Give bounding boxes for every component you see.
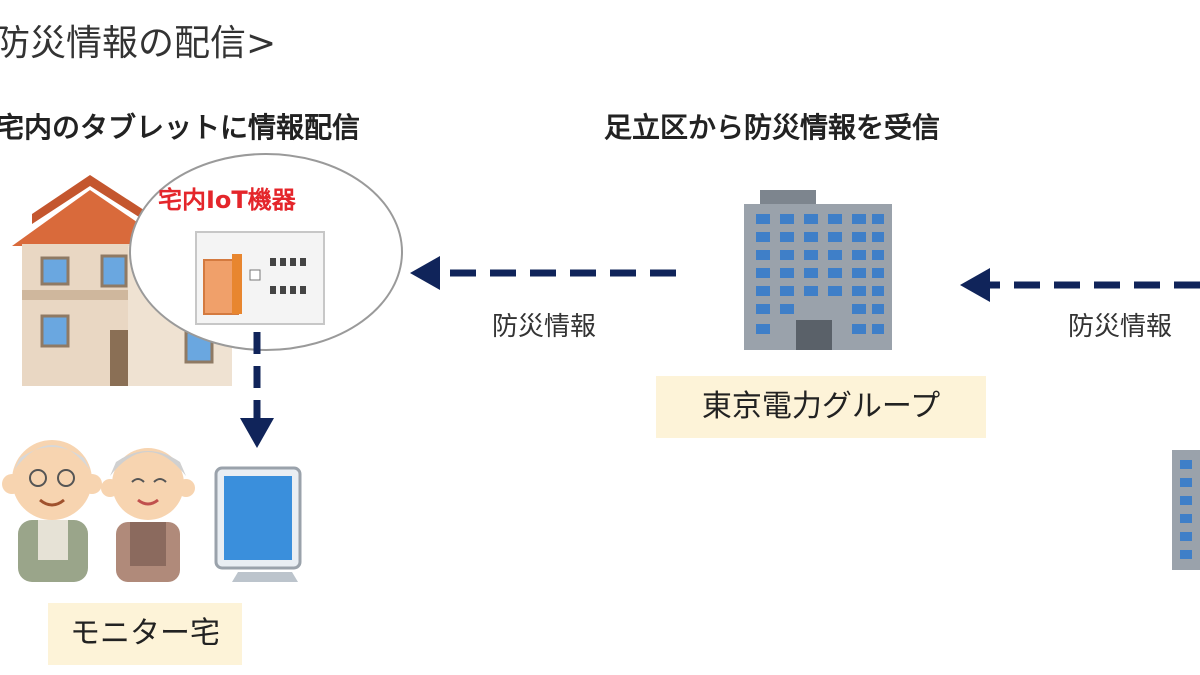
tag-monitor-home: モニター宅 — [48, 603, 242, 665]
heading-tablet-delivery: 宅内のタブレットに情報配信 — [0, 111, 361, 144]
iot-device-icon — [129, 153, 403, 351]
flow-label-disaster-info: 防災情報 — [1068, 312, 1173, 342]
arrow-down-icon — [240, 332, 274, 448]
page-title: 防災情報の配信> — [0, 23, 277, 64]
tablet-icon — [214, 466, 302, 582]
heading-receive-from-adachi: 足立区から防災情報を受信 — [604, 111, 941, 144]
tag-tepco-group: 東京電力グループ — [656, 376, 986, 438]
office-building-icon — [1172, 450, 1200, 570]
elderly-woman-icon — [101, 448, 195, 582]
office-building-icon — [744, 190, 892, 350]
iot-device-label: 宅内IoT機器 — [158, 186, 296, 214]
arrow-left-icon — [410, 256, 676, 290]
arrow-left-icon — [960, 268, 1200, 302]
elderly-man-icon — [2, 440, 102, 582]
flow-label-disaster-info: 防災情報 — [492, 312, 597, 342]
